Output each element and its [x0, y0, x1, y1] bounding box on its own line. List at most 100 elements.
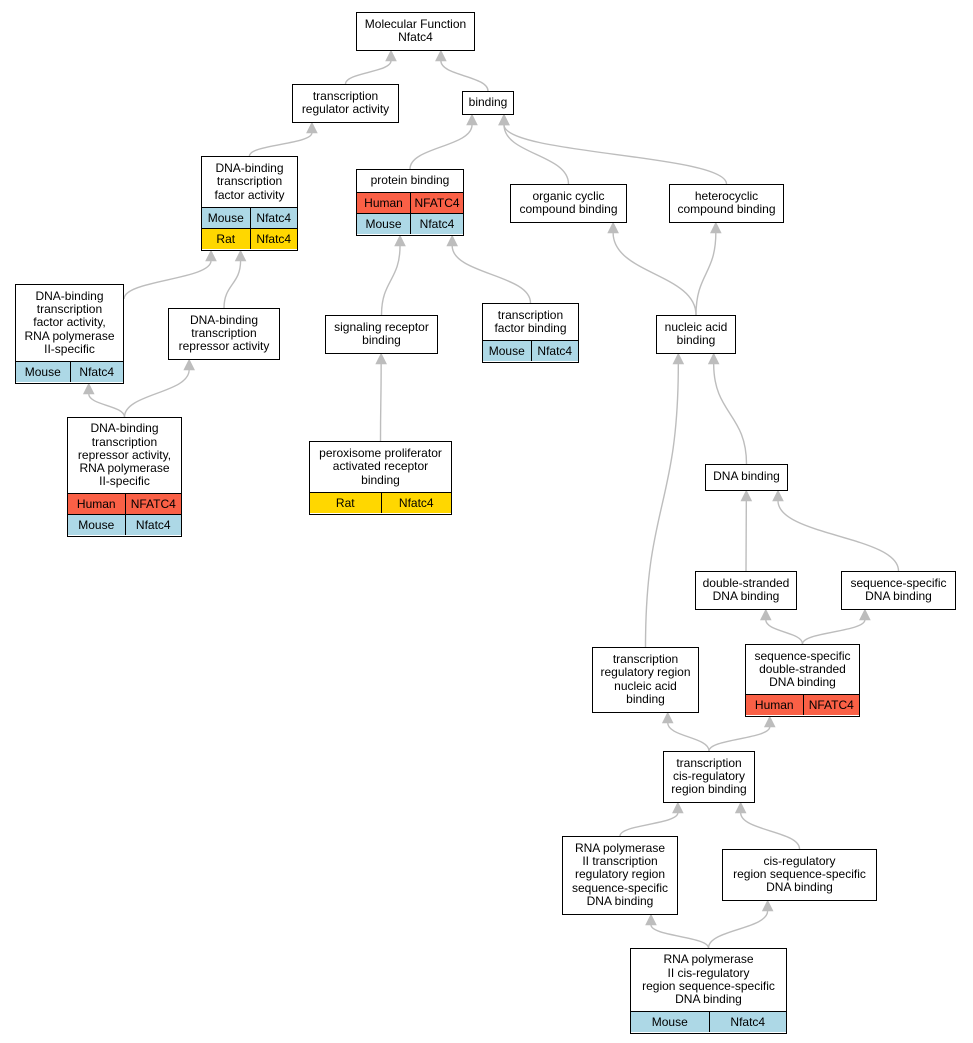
edge-arrowhead: [707, 352, 720, 365]
node-label: transcription regulator activity: [301, 88, 390, 116]
node-transcription-factor-binding[interactable]: transcription factor binding Mouse Nfatc4: [482, 303, 579, 363]
node-label: RNA polymerase II cis-regulatory region …: [642, 952, 775, 1007]
edge-dbtra2-to-dbtra: [123, 369, 190, 418]
node-sequence-specific-dna-binding[interactable]: sequence-specific DNA binding: [841, 571, 956, 610]
edge-arrowhead: [645, 913, 657, 926]
node-double-stranded-dna-binding[interactable]: double-stranded DNA binding: [695, 571, 797, 610]
node-transcription-cis-regulatory-region-binding[interactable]: transcription cis-regulatory region bind…: [663, 751, 755, 803]
node-label: nucleic acid binding: [664, 319, 728, 347]
gene-cell: NFATC4: [802, 695, 860, 715]
node-label: transcription cis-regulatory region bind…: [671, 755, 747, 797]
species-cell: Rat: [335, 496, 355, 510]
edge-tfb-to-pb: [451, 245, 532, 304]
edge-rnap2cr-to-rnap2: [650, 924, 710, 949]
edge-rnap2-to-tcrrb: [619, 812, 679, 837]
edge-arrowhead: [205, 249, 217, 262]
edge-nab-to-hcb: [695, 232, 717, 316]
node-label: transcription factor binding: [494, 307, 567, 335]
node-label: DNA-binding transcription factor activit…: [24, 288, 115, 356]
node-label: signaling receptor binding: [334, 319, 429, 347]
edge-arrowhead: [672, 352, 685, 365]
node-dna-binding-repressor-activity-rnap2[interactable]: DNA-binding transcription repressor acti…: [67, 417, 182, 537]
annotation-row: Rat Nfatc4: [310, 492, 451, 513]
edge-binding-to-mf: [440, 60, 489, 92]
edge-arrowhead: [710, 221, 722, 234]
edge-srb-to-pb: [380, 245, 401, 316]
annotation-row: Mouse Nfatc4: [357, 213, 463, 234]
node-rnap2-cis-regulatory-region-ss-dna-binding[interactable]: RNA polymerase II cis-regulatory region …: [630, 948, 787, 1034]
node-transcription-regulator-activity[interactable]: transcription regulator activity: [292, 84, 399, 123]
edge-arrowhead: [740, 489, 753, 502]
node-label: DNA-binding transcription repressor acti…: [77, 421, 172, 489]
gene-cell: Nfatc4: [708, 1012, 787, 1032]
edge-dbtfa2-to-dbtfa: [123, 260, 212, 300]
edge-tra-to-mf: [344, 60, 392, 85]
node-label: RNA polymerase II transcription regulato…: [571, 840, 669, 908]
node-molecular-function[interactable]: Molecular Function Nfatc4: [356, 12, 475, 51]
edge-arrowhead: [183, 358, 195, 371]
edge-arrowhead: [759, 608, 772, 621]
edge-trrnab-to-nab: [644, 363, 680, 648]
node-label: cis-regulatory region sequence-specific …: [733, 853, 866, 895]
node-transcription-regulatory-region-na-binding[interactable]: transcription regulatory region nucleic …: [592, 647, 699, 713]
node-dna-binding-tf-activity[interactable]: DNA-binding transcription factor activit…: [201, 156, 298, 251]
edge-crrssdb-to-tcrrb: [739, 812, 801, 850]
gene-cell: Nfatc4: [410, 214, 463, 234]
node-heterocyclic-compound-binding[interactable]: heterocyclic compound binding: [669, 184, 784, 223]
edge-dbtfa-to-tra: [248, 132, 313, 157]
node-signaling-receptor-binding[interactable]: signaling receptor binding: [325, 315, 438, 354]
gene-cell: NFATC4: [124, 494, 182, 514]
edge-arrowhead: [607, 221, 619, 234]
edge-tcrrb-to-ssdsdb: [708, 726, 771, 752]
species-cell: Mouse: [207, 211, 244, 225]
edge-arrowhead: [82, 382, 95, 395]
annotation-row: Mouse Nfatc4: [631, 1011, 786, 1032]
edge-arrowhead: [446, 234, 458, 247]
edge-dbtra-to-dbtfa: [223, 260, 242, 309]
node-dna-binding-repressor-activity[interactable]: DNA-binding transcription repressor acti…: [168, 308, 280, 360]
node-label: DNA-binding transcription factor activit…: [214, 161, 285, 202]
node-organic-cyclic-compound-binding[interactable]: organic cyclic compound binding: [510, 184, 627, 223]
node-cis-regulatory-region-ss-dna-binding[interactable]: cis-regulatory region sequence-specific …: [722, 849, 877, 901]
node-nucleic-acid-binding[interactable]: nucleic acid binding: [656, 315, 736, 354]
edge-nab-to-occb: [612, 232, 697, 316]
edge-dnab-to-nab: [712, 363, 748, 465]
annotation-row: Human NFATC4: [68, 493, 181, 514]
edge-tcrrb-to-trrnab: [667, 722, 710, 752]
gene-cell: Nfatc4: [530, 341, 579, 361]
node-dna-binding-tf-activity-rnap2[interactable]: DNA-binding transcription factor activit…: [15, 284, 124, 384]
node-label: Molecular Function Nfatc4: [364, 16, 467, 44]
node-binding[interactable]: binding: [462, 91, 514, 115]
edge-arrowhead: [385, 49, 397, 62]
species-cell: Human: [76, 497, 116, 511]
node-ppar-binding[interactable]: peroxisome proliferator activated recept…: [309, 441, 452, 515]
edge-ssdsdb-to-dsdb: [765, 619, 804, 645]
node-label: organic cyclic compound binding: [519, 188, 618, 216]
node-label: DNA-binding transcription repressor acti…: [178, 312, 270, 354]
edge-arrowhead: [763, 715, 776, 728]
node-rnap2-regulatory-region-ss-dna-binding[interactable]: RNA polymerase II transcription regulato…: [562, 836, 678, 915]
edge-arrowhead: [306, 121, 318, 134]
edge-arrowhead: [761, 899, 774, 912]
node-sequence-specific-ds-dna-binding[interactable]: sequence-specific double-stranded DNA bi…: [745, 644, 860, 717]
edge-arrowhead: [498, 113, 510, 126]
species-cell: Mouse: [651, 1015, 688, 1029]
species-cell: Mouse: [365, 217, 402, 231]
species-cell: Mouse: [488, 344, 525, 358]
gene-cell: NFATC4: [410, 193, 463, 213]
edge-arrowhead: [435, 49, 447, 62]
node-dna-binding[interactable]: DNA binding: [705, 464, 788, 491]
gene-cell: Nfatc4: [380, 493, 452, 513]
edge-dbtra2-to-dbtfa2: [88, 393, 126, 418]
edge-arrowhead: [661, 711, 674, 724]
species-cell: Rat: [216, 232, 236, 246]
edge-occb-to-binding: [503, 124, 570, 185]
node-label: DNA binding: [713, 469, 780, 484]
